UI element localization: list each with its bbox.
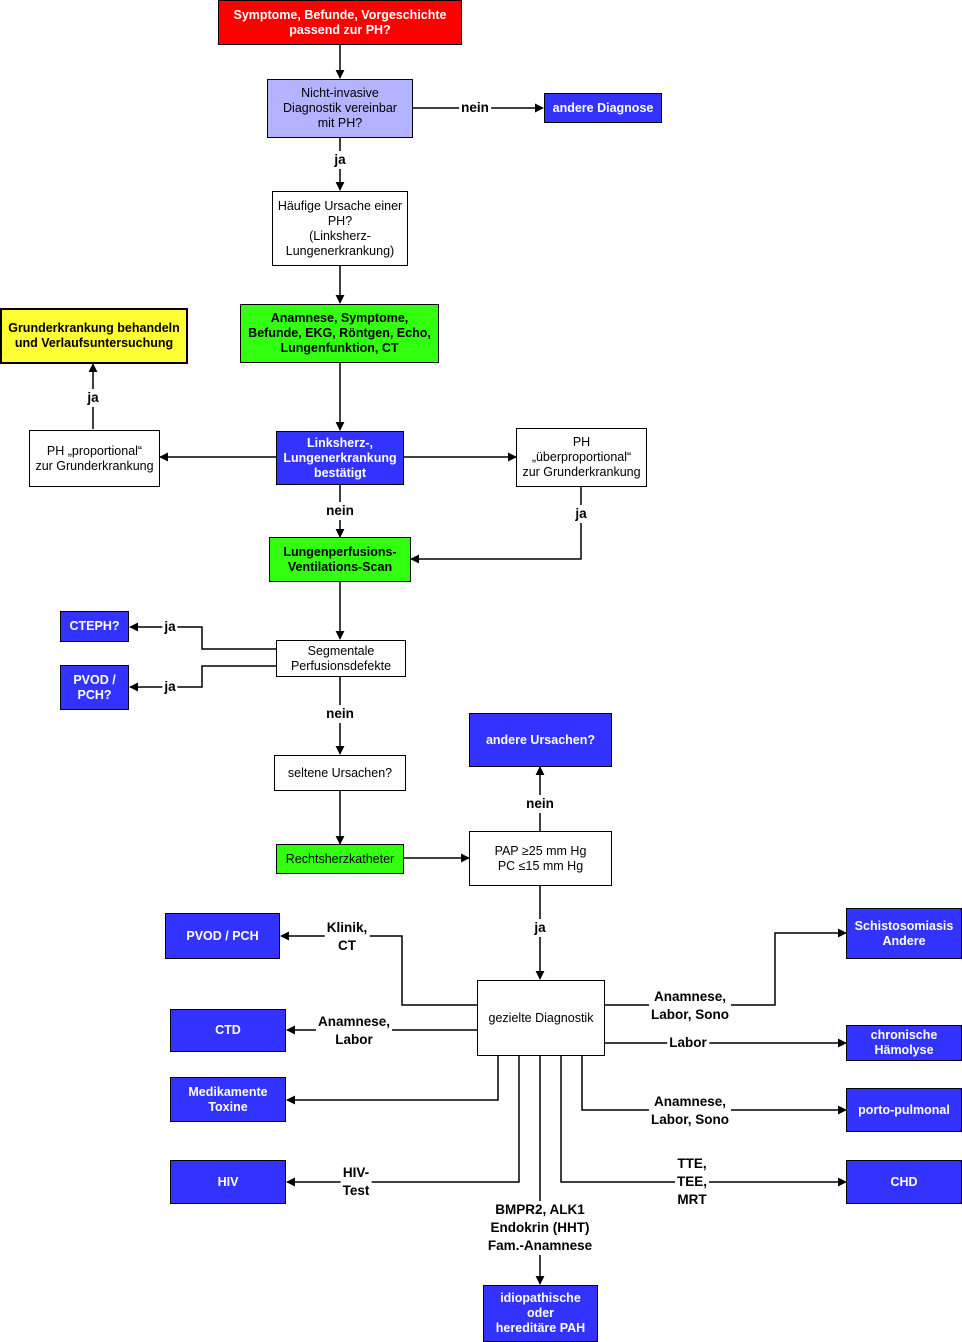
node-grunderkrankung-behandeln: Grunderkrankung behandeln und Verlaufsun… — [0, 308, 188, 364]
node-linksherz-bestaetigt: Linksherz-, Lungenerkrankung bestätigt — [276, 431, 404, 485]
label-ja-pvod: ja — [162, 678, 178, 696]
edge-segmentale-to-cteph — [129, 622, 276, 650]
node-hiv: HIV — [170, 1160, 286, 1204]
edge-gezielte-to-porto — [581, 1056, 847, 1115]
edge-gezielte-to-chd — [560, 1056, 847, 1187]
node-andere-diagnose: andere Diagnose — [544, 93, 662, 123]
label-klinik-ct: Klinik, CT — [324, 919, 370, 955]
label-nein-andere-diagnose: nein — [459, 99, 491, 117]
node-rechtsherzkatheter: Rechtsherzkatheter — [276, 844, 404, 874]
node-chronische-haemolyse: chronische Hämolyse — [846, 1025, 962, 1061]
label-tte-tee-mrt: TTE, TEE, MRT — [674, 1155, 710, 1209]
node-pvod-pch: PVOD / PCH — [165, 913, 280, 959]
label-ja-cteph: ja — [162, 618, 178, 636]
node-medikamente-toxine: Medikamente Toxine — [170, 1077, 286, 1122]
node-chd: CHD — [846, 1160, 962, 1204]
label-nein-seltene: nein — [324, 705, 356, 723]
node-pvod-pch-question: PVOD / PCH? — [60, 665, 129, 710]
node-andere-ursachen: andere Ursachen? — [469, 713, 612, 767]
node-segmentale-perfusionsdefekte: Segmentale Perfusionsdefekte — [276, 640, 406, 677]
label-hiv-test: HIV- Test — [340, 1164, 372, 1200]
node-porto-pulmonal: porto-pulmonal — [846, 1088, 962, 1132]
label-ja-grunderkrankung: ja — [85, 389, 101, 407]
node-ph-ueberproportional: PH „überproportional“ zur Grunderkrankun… — [516, 428, 647, 487]
label-anamnese-labor-sono-bottom: Anamnese, Labor, Sono — [648, 1093, 732, 1129]
node-schistosomiasis: Schistosomiasis Andere — [846, 908, 962, 959]
label-ja-haeufige-ursache: ja — [332, 151, 348, 169]
label-bmpr2-alk1: BMPR2, ALK1 Endokrin (HHT) Fam.-Anamnese — [485, 1201, 595, 1255]
node-haeufige-ursache: Häufige Ursache einer PH? (Linksherz- Lu… — [272, 191, 408, 266]
label-nein-andere-ursachen: nein — [524, 795, 556, 813]
label-labor: Labor — [667, 1034, 709, 1052]
node-lungenperfusions-scan: Lungenperfusions- Ventilations-Scan — [269, 537, 411, 582]
label-anamnese-labor: Anamnese, Labor — [315, 1013, 393, 1049]
edge-gezielte-to-pvod-pch — [280, 931, 477, 1006]
node-anamnese-symptome: Anamnese, Symptome, Befunde, EKG, Röntge… — [240, 304, 439, 363]
edge-ueberproportional-to-scan — [410, 487, 582, 564]
node-ctd: CTD — [170, 1009, 286, 1052]
node-gezielte-diagnostik: gezielte Diagnostik — [477, 980, 605, 1056]
label-ja-gezielte: ja — [532, 919, 548, 937]
node-nicht-invasive-diagnostik: Nicht-invasive Diagnostik vereinbar mit … — [267, 79, 413, 138]
node-ph-proportional: PH „proportional“ zur Grunderkrankung — [29, 430, 160, 487]
label-ja-ueberproportional: ja — [573, 505, 589, 523]
label-anamnese-labor-sono-top: Anamnese, Labor, Sono — [648, 988, 732, 1024]
edge-gezielte-to-hiv — [286, 1056, 520, 1187]
edge-gezielte-to-medikamente — [286, 1056, 499, 1105]
node-symptome-befunde: Symptome, Befunde, Vorgeschichte passend… — [218, 0, 462, 45]
node-idiopathische-pah: idiopathische oder hereditäre PAH — [483, 1285, 598, 1342]
edge-segmentale-to-pvod — [129, 665, 276, 692]
node-seltene-ursachen: seltene Ursachen? — [274, 755, 406, 791]
node-pap-pc-werte: PAP ≥25 mm Hg PC ≤15 mm Hg — [469, 831, 612, 886]
node-cteph: CTEPH? — [60, 611, 129, 642]
label-nein-scan: nein — [324, 502, 356, 520]
